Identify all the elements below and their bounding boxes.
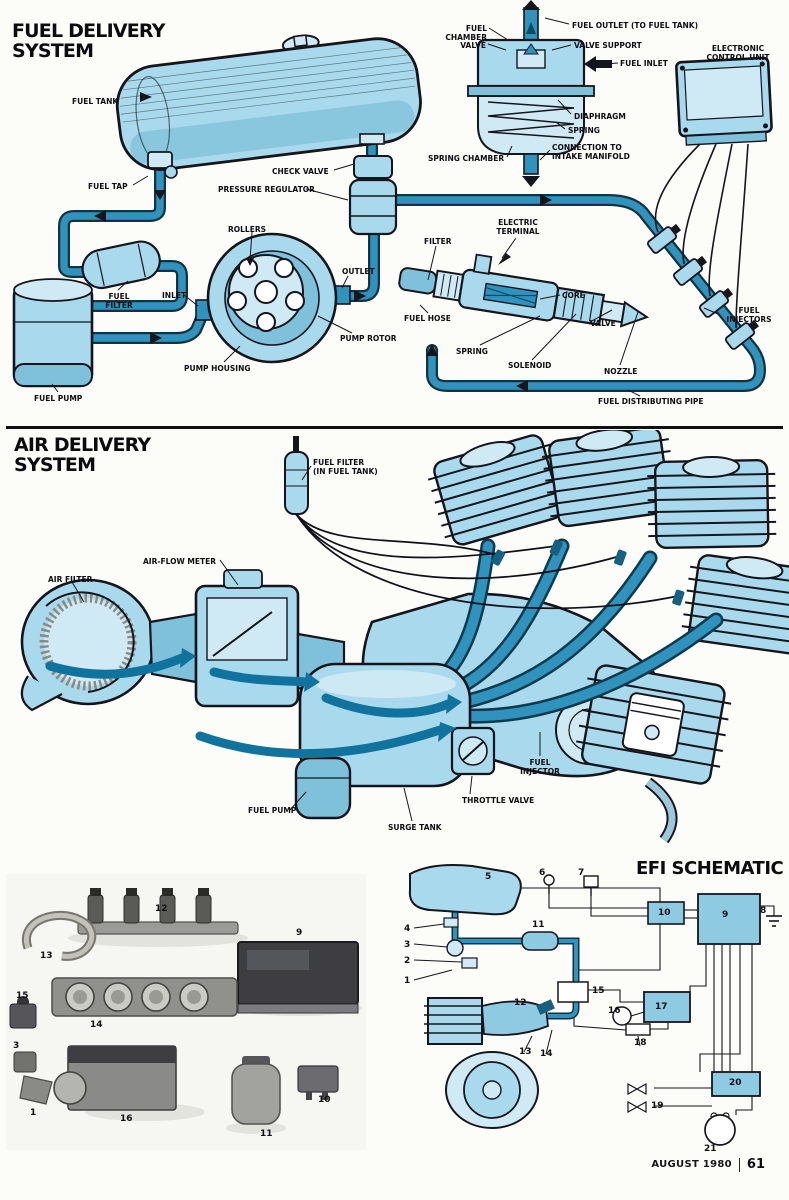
efi-schematic-title: EFI SCHEMATIC — [636, 858, 784, 879]
efi-callout: 17 — [655, 1002, 668, 1012]
efi-callout: 19 — [651, 1101, 664, 1111]
air-delivery-label: FUEL FILTER (IN FUEL TANK) — [313, 458, 378, 476]
fuel-delivery-label: FUEL INLET — [620, 59, 668, 68]
fuel-delivery-label: FUEL HOSE — [404, 314, 451, 323]
fuel-delivery-label: FUEL TANK — [72, 97, 119, 106]
parts-callout: 13 — [40, 951, 53, 961]
bottom-illustration — [6, 864, 782, 1150]
fuel-delivery-section: FUEL DELIVERY SYSTEM FUEL CHAMBER FUEL OU… — [0, 0, 789, 426]
parts-callout: 12 — [155, 904, 168, 914]
fuel-delivery-label: SPRING — [456, 347, 488, 356]
parts-callout: 3 — [13, 1041, 20, 1051]
fuel-delivery-illustration — [12, 0, 773, 397]
fuel-delivery-label: INLET — [162, 291, 187, 300]
fuel-delivery-labels: FUEL CHAMBER FUEL OUTLET (TO FUEL TANK) VA… — [0, 0, 789, 426]
fuel-delivery-label: FUEL FILTER — [105, 292, 133, 310]
efi-callout: 3 — [404, 940, 411, 950]
fuel-delivery-label: FUEL CHAMBER — [445, 24, 487, 42]
parts-callout: 16 — [120, 1114, 133, 1124]
efi-callout: 9 — [722, 910, 729, 920]
parts-callout: 9 — [296, 928, 303, 938]
fuel-delivery-label: NOZZLE — [604, 367, 638, 376]
efi-callout: 10 — [658, 908, 671, 918]
efi-callout: 5 — [485, 872, 492, 882]
efi-callout: 13 — [519, 1047, 532, 1057]
fuel-delivery-label: VALVE — [590, 319, 616, 328]
fuel-delivery-title: FUEL DELIVERY SYSTEM — [12, 20, 165, 62]
fuel-delivery-label: ROLLERS — [228, 225, 267, 234]
page-number: 61 — [746, 1157, 765, 1172]
efi-callout: 20 — [729, 1078, 742, 1088]
fuel-delivery-label: VALVE — [460, 41, 486, 50]
fuel-delivery-label: FUEL DISTRIBUTING PIPE — [598, 397, 704, 406]
air-delivery-label: AIR FILTER — [48, 575, 93, 584]
fuel-delivery-label: ELECTRIC TERMINAL — [496, 218, 540, 236]
parts-callout: 10 — [318, 1095, 331, 1105]
air-delivery-label: AIR-FLOW METER — [143, 557, 216, 566]
efi-callout: 12 — [514, 998, 527, 1008]
fuel-delivery-label: PRESSURE REGULATOR — [218, 185, 315, 194]
air-delivery-label: FUEL PUMP — [248, 806, 297, 815]
fuel-delivery-label: SOLENOID — [508, 361, 552, 370]
parts-callout: 1 — [30, 1108, 37, 1118]
fuel-delivery-label: CONNECTION TO INTAKE MANIFOLD — [552, 143, 630, 161]
efi-callout: 6 — [539, 868, 546, 878]
fuel-delivery-label: PUMP HOUSING — [184, 364, 251, 373]
fuel-delivery-label: FUEL PUMP — [34, 394, 83, 403]
efi-callout: 21 — [704, 1144, 717, 1154]
efi-callout: 18 — [634, 1038, 647, 1048]
air-delivery-title: AIR DELIVERY SYSTEM — [14, 434, 151, 476]
efi-callout: 2 — [404, 956, 411, 966]
efi-callout: 16 — [608, 1006, 621, 1016]
parts-callout: 11 — [260, 1129, 273, 1139]
air-delivery-section: AIR DELIVERY SYSTEM FUEL FILTER (IN FUEL… — [0, 430, 789, 854]
air-delivery-label: SURGE TANK — [388, 823, 442, 832]
fuel-delivery-label: FUEL OUTLET (TO FUEL TANK) — [572, 21, 699, 30]
page-footer: AUGUST 1980 61 — [651, 1157, 765, 1172]
parts-callout: 14 — [90, 1020, 103, 1030]
air-delivery-illustration — [20, 430, 789, 844]
efi-callout: 11 — [532, 920, 545, 930]
fuel-delivery-label: FILTER — [424, 237, 452, 246]
efi-callout: 1 — [404, 976, 411, 986]
fuel-delivery-label: SPRING CHAMBER — [428, 154, 505, 163]
air-delivery-label: FUEL INJECTOR — [520, 758, 560, 776]
efi-callout: 8 — [760, 906, 767, 916]
fuel-delivery-label: SPRING — [568, 126, 600, 135]
air-delivery-labels: FUEL FILTER (IN FUEL TANK) AIR-FLOW METER… — [0, 430, 789, 854]
fuel-delivery-label: CHECK VALVE — [272, 167, 329, 176]
parts-callout: 15 — [16, 991, 29, 1001]
fuel-delivery-label: CORE — [562, 291, 585, 300]
efi-callout: 15 — [592, 986, 605, 996]
efi-callout: 7 — [578, 868, 585, 878]
efi-callout: 14 — [540, 1049, 553, 1059]
fuel-delivery-label: FUEL TAP — [88, 182, 128, 191]
fuel-delivery-label: OUTLET — [342, 267, 375, 276]
fuel-delivery-label: FUEL INJECTORS — [726, 306, 772, 324]
fuel-delivery-label: DIAPHRAGM — [574, 112, 626, 121]
efi-callout: 4 — [404, 924, 411, 934]
section-divider — [6, 426, 783, 429]
fuel-delivery-label: ELECTRONIC CONTROL UNIT — [706, 44, 770, 62]
footer-divider — [738, 1157, 740, 1172]
fuel-delivery-label: VALVE SUPPORT — [574, 41, 642, 50]
issue-date: AUGUST 1980 — [651, 1159, 732, 1170]
fuel-delivery-label: PUMP ROTOR — [340, 334, 397, 343]
air-delivery-label: THROTTLE VALVE — [462, 796, 535, 805]
